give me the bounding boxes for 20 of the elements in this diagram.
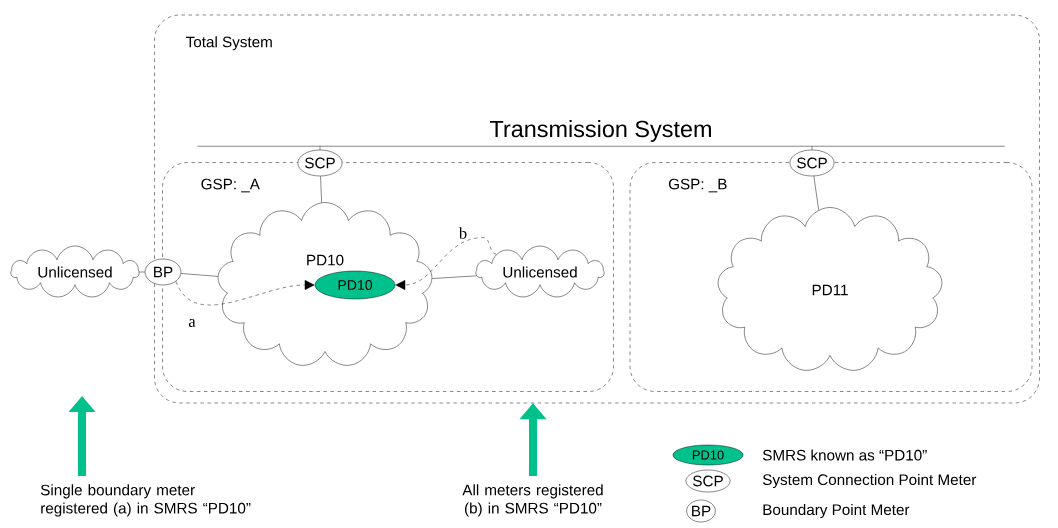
connector-line bbox=[813, 175, 819, 211]
arrow bbox=[175, 280, 315, 306]
network-cloud: PD11 bbox=[717, 207, 943, 371]
connector-line bbox=[811, 146, 813, 150]
legend-text: SMRS known as “PD10” bbox=[762, 449, 927, 461]
connector-line bbox=[319, 146, 321, 150]
annotation-text: All meters registered (b) in SMRS “PD10” bbox=[462, 484, 603, 517]
legend-text: System Connection Point Meter bbox=[762, 473, 977, 489]
legend-text: Boundary Point Meter bbox=[763, 503, 910, 519]
unlicensed-cloud: Unlicensed bbox=[475, 245, 605, 298]
annotation-text: Single boundary meter registered (a) in SMRS “PD10” bbox=[40, 484, 251, 517]
unlicensed-cloud: Unlicensed bbox=[10, 245, 140, 298]
connector-line bbox=[431, 275, 477, 279]
connector-line bbox=[320, 176, 322, 203]
connector-line bbox=[139, 271, 145, 273]
arrow bbox=[395, 237, 497, 290]
edge-label: b bbox=[457, 226, 469, 240]
edge-label: a bbox=[187, 317, 197, 329]
transmission-busbar: Transmission System bbox=[197, 120, 1005, 147]
connector-line bbox=[180, 273, 219, 277]
